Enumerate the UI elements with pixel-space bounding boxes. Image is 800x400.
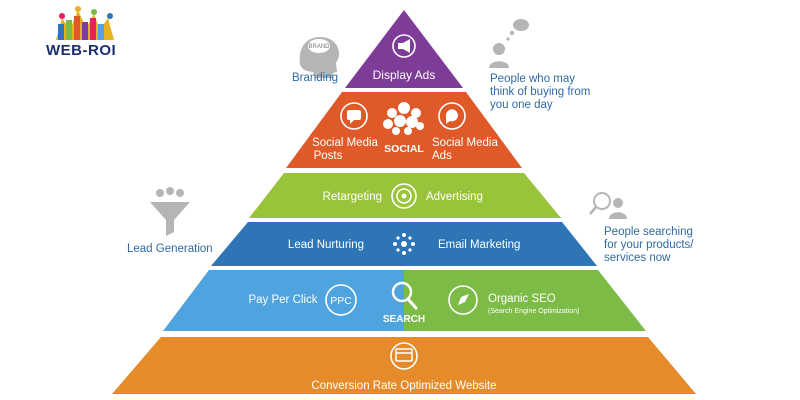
branding-label: Branding: [292, 72, 339, 84]
email-marketing-label: Email Marketing: [438, 239, 520, 251]
search-icon: [391, 281, 418, 310]
brand-bubble-label: BRAND: [308, 44, 330, 50]
retargeting-label: Retargeting: [323, 191, 382, 203]
social-ads-label-line1: Social Media: [432, 137, 498, 149]
display-ads-label: Display Ads: [373, 68, 436, 82]
tier-search-seo: [404, 270, 646, 331]
website-label: Conversion Rate Optimized Website: [311, 380, 496, 392]
logo-mark: [56, 6, 114, 40]
people-searching-line2: for your products/: [604, 239, 694, 251]
social-ads-icon: [438, 102, 466, 130]
lead-generation-label: Lead Generation: [127, 243, 213, 255]
people-may-buy-line1: People who may: [490, 73, 576, 85]
network-icon: [393, 233, 415, 255]
search-person-icon: [589, 192, 627, 219]
organic-seo-sublabel: (Search Engine Optimization): [488, 308, 579, 315]
people-searching-line3: services now: [604, 252, 671, 264]
people-may-buy-line3: you one day: [490, 99, 553, 111]
social-posts-label-line2: Posts: [314, 150, 343, 162]
website-icon: [390, 342, 418, 370]
social-posts-icon: [340, 102, 368, 130]
search-center-label: SEARCH: [383, 314, 425, 325]
advertising-label: Advertising: [426, 191, 483, 203]
ppc-badge: [325, 284, 357, 316]
lead-nurturing-label: Lead Nurturing: [288, 239, 364, 251]
pay-per-click-label: Pay Per Click: [248, 294, 317, 306]
megaphone-icon: [392, 34, 416, 58]
logo-text: WEB-ROI: [46, 42, 117, 59]
funnel-people-icon: [150, 187, 190, 236]
social-center-label: SOCIAL: [384, 143, 424, 155]
organic-seo-label: Organic SEO: [488, 293, 556, 305]
people-may-buy-line2: think of buying from: [490, 86, 591, 98]
ppc-badge-label: PPC: [330, 295, 352, 307]
social-ads-label-line2: Ads: [432, 150, 452, 162]
brand-head-icon: [299, 37, 340, 78]
target-icon: [391, 183, 417, 209]
people-searching-line1: People searching: [604, 226, 693, 238]
compass-icon: [448, 285, 478, 315]
social-cloud-icon: [383, 102, 424, 135]
tier-social: [286, 92, 522, 168]
social-posts-label-line1: Social Media: [312, 137, 378, 149]
tier-website: [112, 337, 696, 394]
thinking-person-icon: [489, 19, 529, 68]
